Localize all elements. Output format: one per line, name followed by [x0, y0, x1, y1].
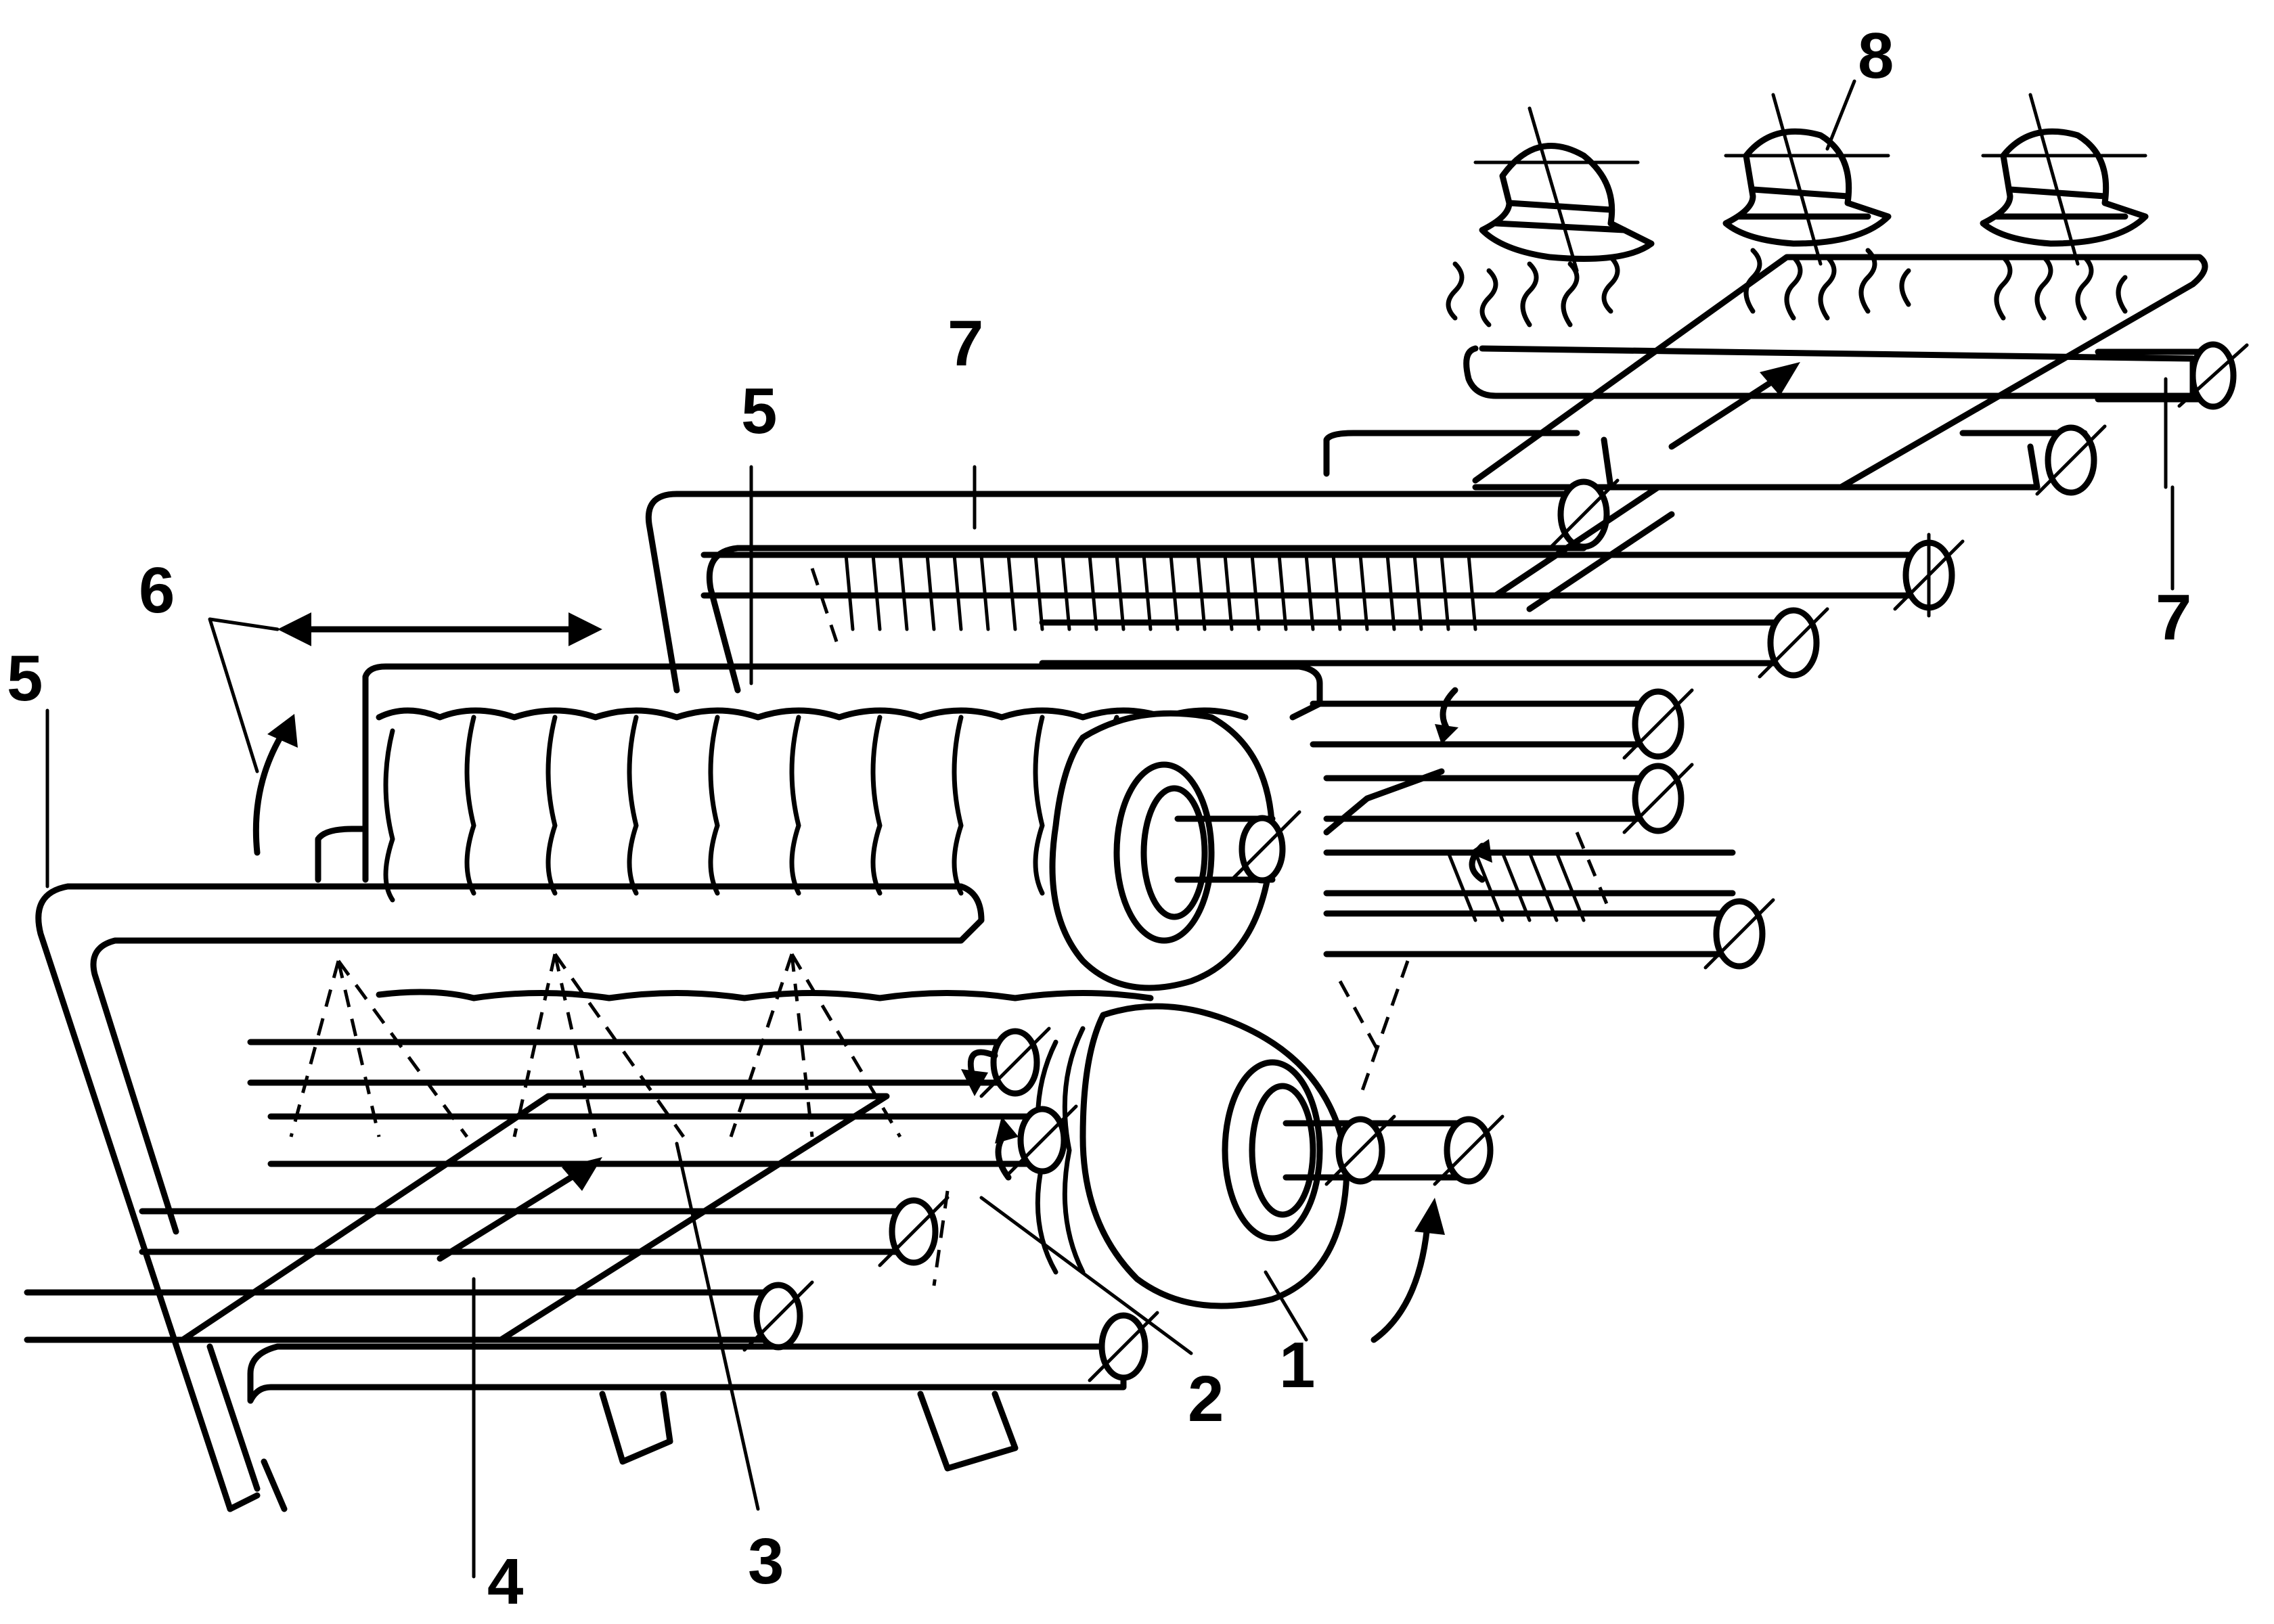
callout-labels: 1 2 3 4 5 5 6 7 7 8	[7, 20, 2191, 1618]
lamp-array	[1446, 93, 2149, 450]
ray-lines	[289, 832, 1613, 1286]
callout-3: 3	[748, 1525, 784, 1598]
leader-lines	[45, 79, 2175, 1579]
callout-5-upper: 5	[741, 375, 777, 447]
callout-4: 4	[487, 1546, 523, 1618]
upper-coiled-belt	[376, 707, 1301, 1001]
callout-7-top: 7	[948, 307, 983, 380]
callout-6: 6	[139, 554, 175, 627]
oscillation-arrows	[252, 612, 602, 856]
upper-roller-rods	[700, 533, 1965, 970]
callout-8: 8	[1858, 20, 1894, 92]
lower-coiled-belt	[1035, 1003, 1504, 1343]
callout-7-right: 7	[2156, 581, 2191, 654]
lamp-left	[1446, 106, 1655, 328]
lamp-right	[1980, 93, 2149, 321]
callout-1: 1	[1279, 1329, 1315, 1401]
lamp-middle	[1722, 93, 1911, 321]
discharge-frame	[1323, 254, 2249, 836]
front-frame	[35, 883, 1127, 1512]
lower-rollers	[24, 1027, 1159, 1472]
small-rotation-arrows	[961, 687, 1492, 1181]
upper-conveyor-hatching	[810, 553, 1586, 922]
callout-5-left: 5	[7, 642, 43, 715]
middle-frame	[315, 663, 1323, 883]
callout-2: 2	[1188, 1363, 1224, 1435]
